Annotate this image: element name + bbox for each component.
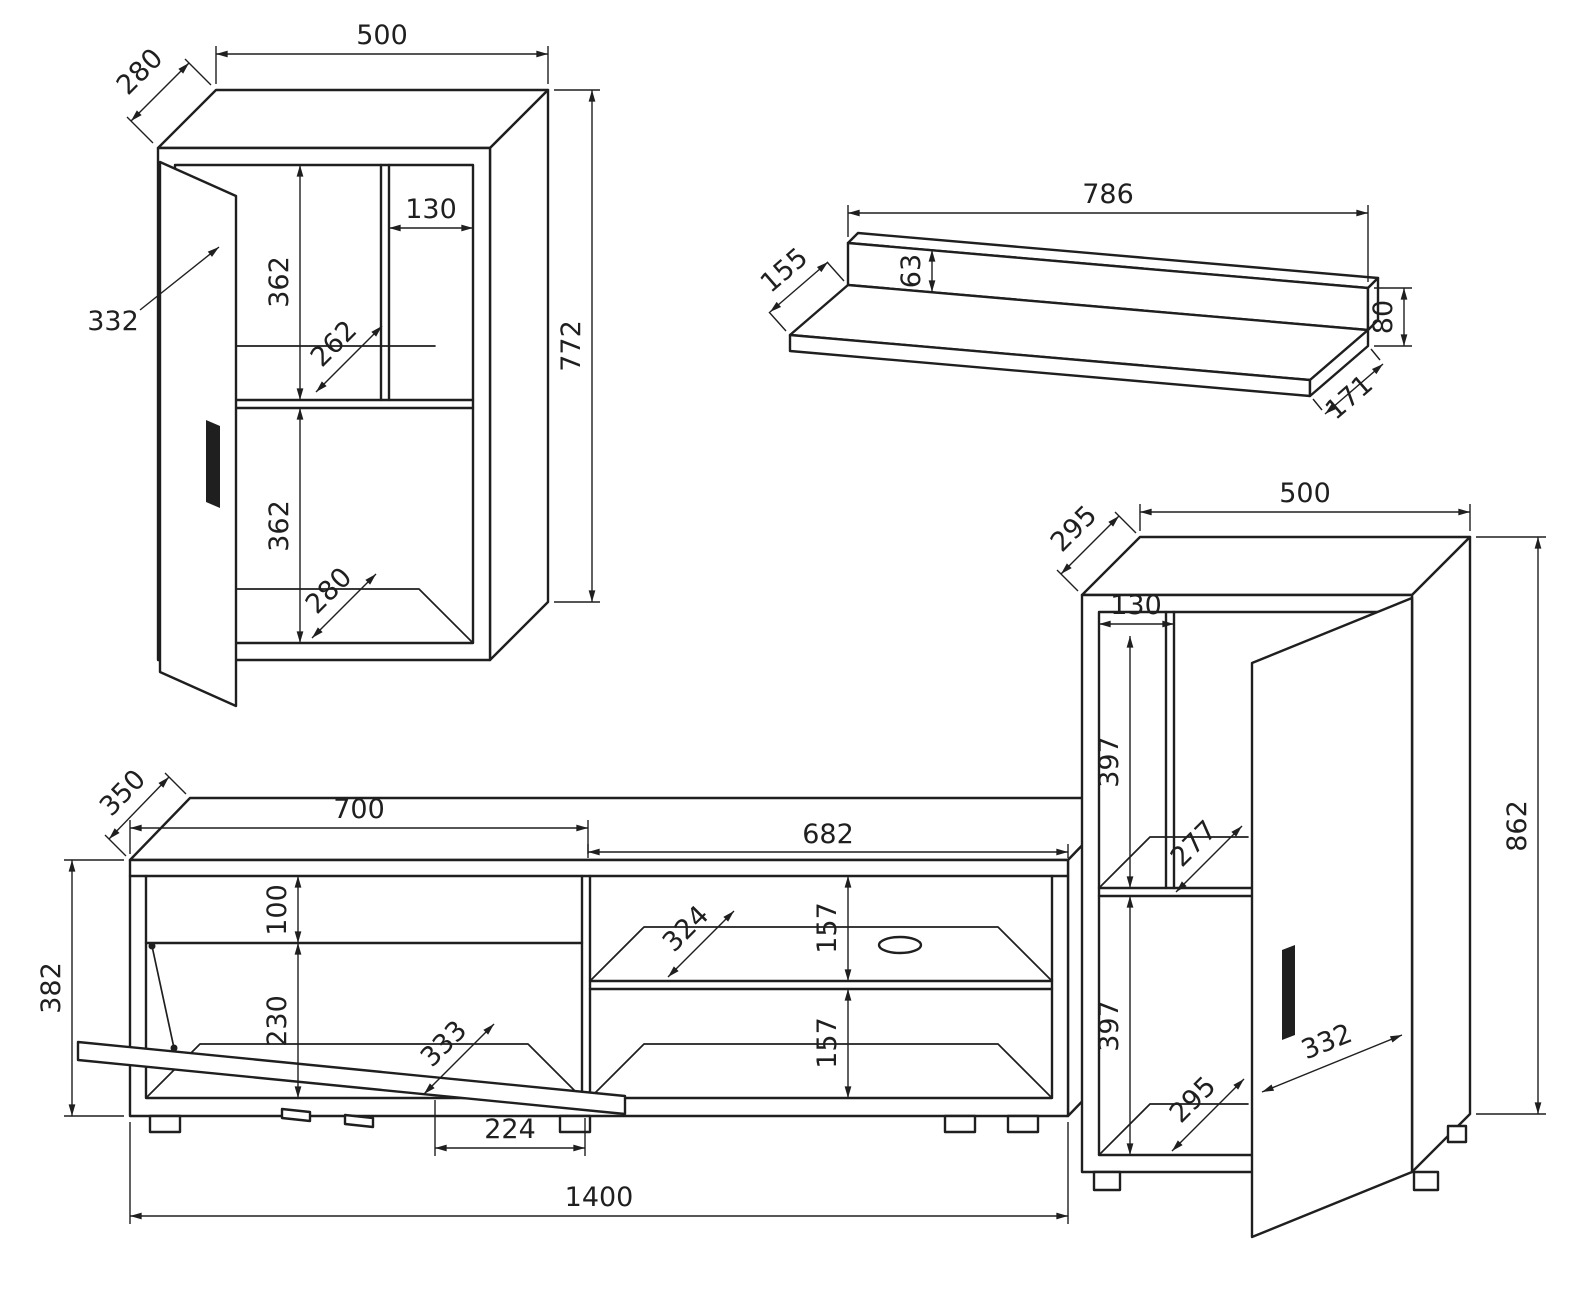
dim-shelf-depth: 155 [755,242,814,299]
dim-line-left-shelf-depth [423,1023,495,1095]
wall-cabinet-door-handle [206,420,220,508]
dim-tv-stand-height: 382 [36,962,67,1014]
shelf-board-end-face [1308,328,1370,398]
dim-shelf-end-height: 80 [1368,300,1399,334]
ext-lines-shelf-depth [768,261,845,332]
dim-line-shelf-depth [1175,825,1243,893]
dim-line-bottom-depth [1171,1078,1245,1152]
dim-line-shelf-depth [315,325,383,393]
tv-stand-foot [1006,1114,1040,1134]
dim-tv-stand-flap-opening: 230 [262,995,293,1047]
tall-cabinet-foot [1092,1170,1122,1192]
dim-tall-cabinet-inner-width: 130 [1110,590,1162,621]
tv-stand-top-face [128,796,1130,862]
tv-stand-foot [558,1114,592,1134]
dim-tv-stand-depth: 350 [94,764,152,823]
wall-cabinet-side-face [488,88,550,662]
tv-stand-foot [148,1114,182,1134]
shelf-rail-end-face [1366,276,1380,332]
ext-lines-end-depth [1312,348,1381,411]
dim-wall-cabinet-door-width: 332 [87,306,139,337]
wall-cabinet-top-face [156,88,550,150]
stay-arm-pivot-bottom [170,1044,178,1052]
dim-line-end-depth [1324,363,1384,415]
tall-cabinet-top-face [1080,535,1472,597]
flap-stay-arm [151,945,175,1049]
dim-line-right-shelf-depth [667,910,735,978]
flap-bracket-left [280,1107,312,1123]
ext-lines-height [64,859,124,1117]
wall-cabinet-front-face [156,146,492,662]
dim-line-depth [130,62,190,122]
leader-door-width [139,246,220,311]
dim-line-depth [108,776,170,840]
dim-wall-cabinet-inner-width: 130 [405,194,457,225]
dim-line-shelf-depth [769,261,829,313]
stay-arm-pivot-top [148,942,156,950]
tv-stand-divider [580,874,592,1100]
ext-lines-total-width [129,1122,1069,1224]
dim-tv-stand-right-width: 682 [802,819,854,850]
tall-cabinet-side-face [1410,535,1472,1174]
ext-lines-width [215,46,549,84]
dim-tv-stand-upper-opening: 157 [812,902,843,954]
tall-cabinet-back-foot [1446,1124,1468,1144]
ext-lines-depth [1056,511,1137,592]
tv-stand-right-shelf [588,979,1054,991]
dim-shelf-rail-height: 63 [896,254,927,288]
dim-tv-stand-total-width: 1400 [565,1182,634,1213]
tall-cabinet-drawing: 500 295 862 130 397 277 397 295 332 [1045,478,1546,1239]
ext-lines-width [1139,504,1471,531]
dim-tall-cabinet-height: 862 [1502,800,1533,852]
dim-line-bottom-depth [311,573,377,639]
wall-cabinet-drawing: 500 280 772 130 362 262 362 280 332 [87,20,600,708]
dim-wall-cabinet-height: 772 [556,320,587,372]
dim-line-depth [1060,515,1120,575]
dim-tall-cabinet-width: 500 [1279,478,1331,509]
dim-tv-stand-top-gap: 100 [262,884,293,936]
dim-wall-cabinet-upper-height: 362 [264,256,295,308]
dim-line-door-width [1261,1034,1403,1093]
cable-hole [877,935,923,955]
dim-shelf-length: 786 [1082,179,1134,210]
ext-lines-depth [104,772,187,857]
dim-wall-cabinet-lower-height: 362 [264,500,295,552]
dim-tall-cabinet-upper-height: 397 [1094,736,1125,788]
flap-bracket-right [343,1113,375,1129]
wall-cabinet-open-door [158,160,238,708]
dim-wall-cabinet-width: 500 [356,20,408,51]
dim-tv-stand-left-width: 700 [333,794,385,825]
tall-cabinet-foot [1412,1170,1440,1192]
dim-tv-stand-flap-width: 224 [484,1114,536,1145]
dim-tv-stand-lower-opening: 157 [812,1017,843,1069]
tall-cabinet-door-handle [1282,945,1295,1040]
tv-stand-right-lower-depth-lines [589,1043,1053,1099]
ext-lines-height [1476,536,1546,1115]
dim-tall-cabinet-lower-height: 397 [1094,1000,1125,1052]
dim-tall-cabinet-depth: 295 [1045,500,1103,558]
tall-cabinet-divider [1164,610,1176,890]
tv-stand-foot [943,1114,977,1134]
wall-shelf-drawing: 786 155 63 80 171 [755,179,1412,426]
tall-cabinet-open-door [1250,596,1414,1239]
tv-stand-drawing: 350 700 682 382 100 230 333 324 157 157 … [36,764,1130,1224]
